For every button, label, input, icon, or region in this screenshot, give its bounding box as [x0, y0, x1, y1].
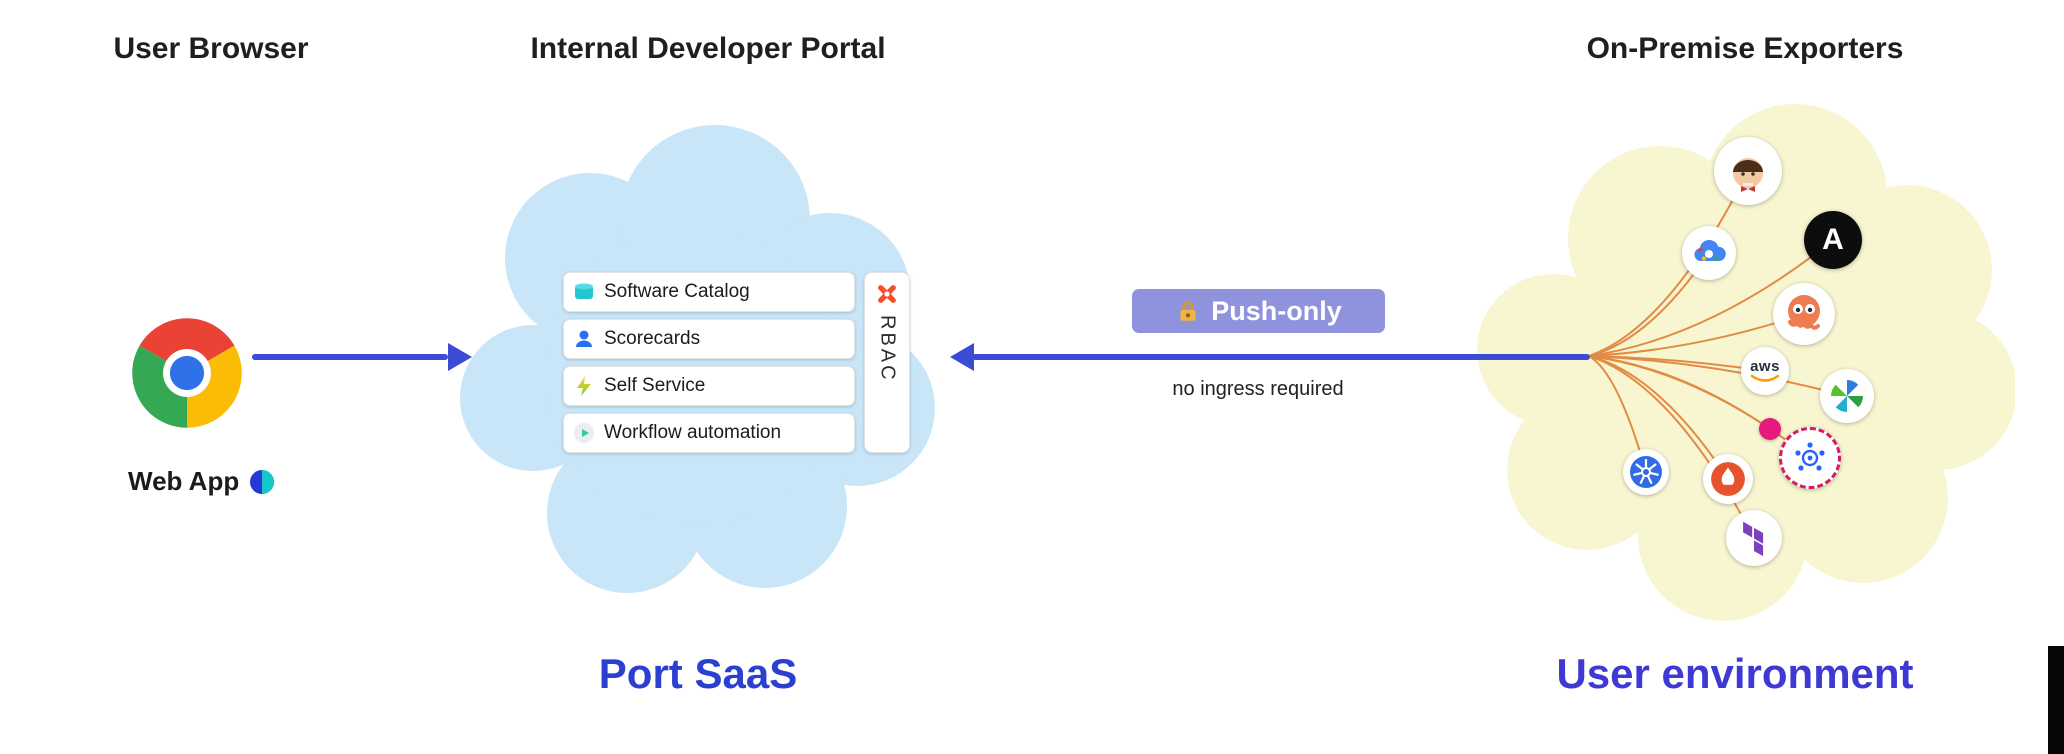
- terraform-icon: [1726, 510, 1782, 566]
- header-on-premise-exporters: On-Premise Exporters: [1586, 32, 1904, 65]
- feature-label: Software Catalog: [604, 281, 750, 302]
- arrow-browser-to-portal-line: [252, 354, 448, 360]
- feature-label: Scorecards: [604, 328, 701, 349]
- aws-icon: aws: [1741, 347, 1789, 395]
- aws-logo: aws: [1750, 359, 1780, 384]
- portal-feature-list: Software Catalog Scorecards: [563, 272, 855, 453]
- arrow-browser-to-portal-head: [448, 343, 472, 371]
- rbac-label: RBAC: [876, 315, 899, 383]
- arrow-exporters-to-portal-head: [950, 343, 974, 371]
- screen-edge-artifact: [2048, 646, 2064, 754]
- argo-icon: [1773, 283, 1835, 345]
- feature-workflow-automation: Workflow automation: [563, 413, 855, 453]
- rbac-panel: RBAC: [864, 272, 910, 453]
- header-internal-developer-portal: Internal Developer Portal: [530, 32, 886, 65]
- port-logo-icon: [247, 467, 277, 497]
- lock-icon: [1175, 298, 1201, 324]
- lightning-icon: [572, 374, 596, 398]
- rbac-flower-icon: [874, 281, 900, 307]
- arrow-exporters-to-portal-line: [972, 354, 1590, 360]
- caption-port-saas: Port SaaS: [598, 650, 798, 697]
- aws-label: aws: [1750, 357, 1780, 375]
- feature-scorecards: Scorecards: [563, 319, 855, 359]
- pin-icon: [1759, 418, 1781, 440]
- feature-label: Self Service: [604, 375, 706, 396]
- ansible-letter: A: [1822, 223, 1844, 256]
- caption-user-environment: User environment: [1556, 650, 1914, 697]
- kubernetes-icon: [1623, 449, 1669, 495]
- catalog-icon: [572, 280, 596, 304]
- chrome-icon: [130, 316, 244, 430]
- play-icon: [572, 421, 596, 445]
- scorecards-icon: [572, 327, 596, 351]
- push-only-label: Push-only: [1211, 295, 1342, 326]
- feature-self-service: Self Service: [563, 366, 855, 406]
- no-ingress-note: no ingress required: [1172, 378, 1344, 400]
- push-only-badge: Push-only: [1132, 289, 1385, 333]
- pinwheel-icon: [1820, 369, 1874, 423]
- web-app-row: Web App: [128, 466, 277, 497]
- kubernetes-exporter-icon: [1779, 427, 1841, 489]
- ansible-icon: A: [1804, 211, 1862, 269]
- feature-label: Workflow automation: [604, 422, 782, 443]
- web-app-label: Web App: [128, 466, 240, 496]
- google-cloud-icon: [1682, 226, 1736, 280]
- prometheus-icon: [1703, 454, 1753, 504]
- feature-software-catalog: Software Catalog: [563, 272, 855, 312]
- header-user-browser: User Browser: [113, 32, 309, 65]
- jenkins-icon: [1714, 137, 1782, 205]
